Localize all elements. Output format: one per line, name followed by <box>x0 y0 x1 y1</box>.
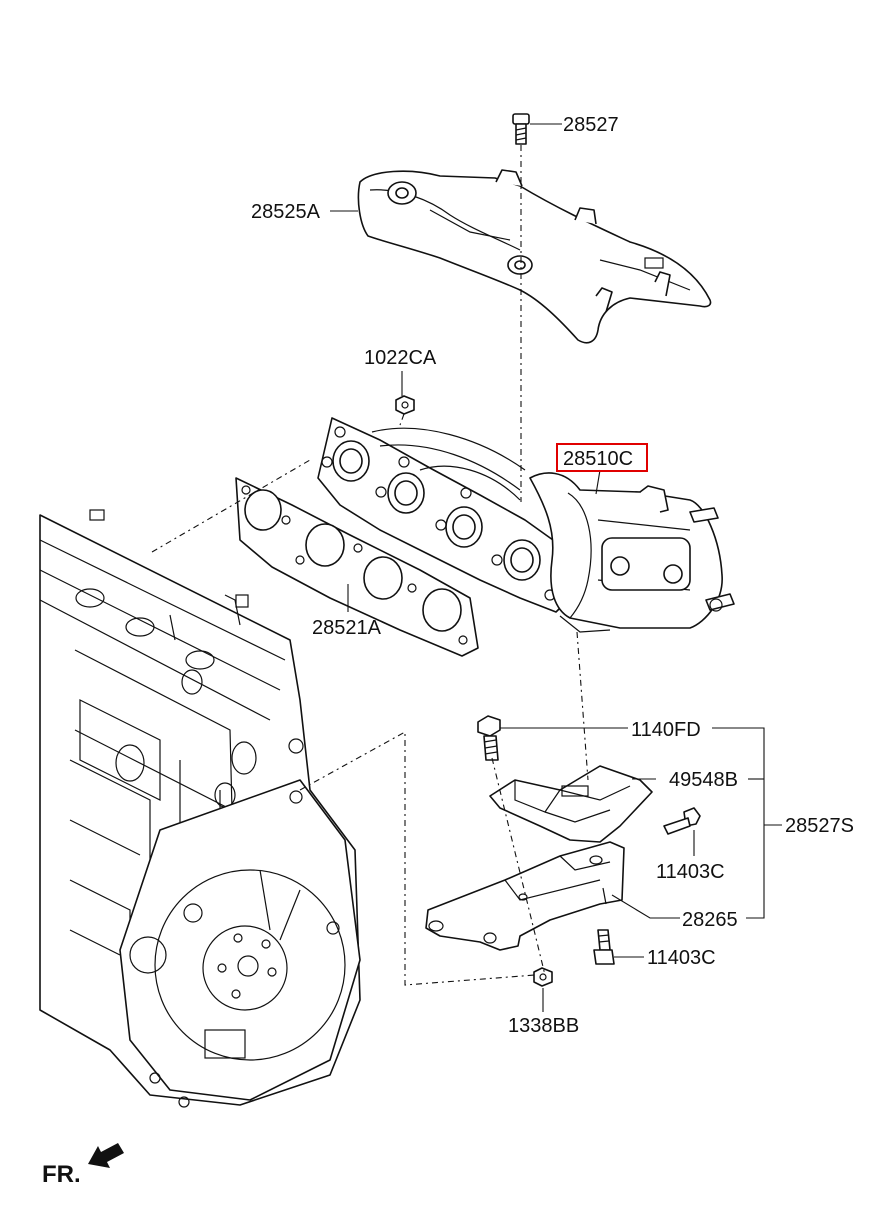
bracket-28265 <box>425 841 625 951</box>
heat-shield <box>357 169 712 344</box>
bolt-1140FD <box>477 715 501 761</box>
callout-28521A: 28521A <box>312 617 382 639</box>
exhaust-manifold-catalyst <box>317 417 735 633</box>
nut-1338BB <box>533 967 553 987</box>
front-direction-label: FR. <box>42 1161 81 1188</box>
callout-1022CA: 1022CA <box>364 347 437 369</box>
callout-1338BB: 1338BB <box>508 1015 579 1037</box>
bolt-11403C-lower <box>593 929 615 965</box>
callout-highlight-box <box>556 443 648 472</box>
callout-28510C[interactable]: 28510C <box>563 448 633 470</box>
callout-49548B: 49548B <box>669 769 738 791</box>
callout-28525A: 28525A <box>251 201 321 223</box>
callout-28527: 28527 <box>563 114 619 136</box>
bolt-28527 <box>512 113 530 145</box>
nut-1022CA <box>395 395 415 415</box>
callout-28265: 28265 <box>682 909 738 931</box>
front-direction-arrow-icon <box>88 1143 124 1168</box>
callout-11403C-upper: 11403C <box>656 861 725 883</box>
callout-28527S: 28527S <box>785 815 854 837</box>
callout-11403C-lower: 11403C <box>647 947 716 969</box>
manifold-gasket <box>235 477 479 657</box>
engine-block <box>39 509 361 1108</box>
callout-1140FD: 1140FD <box>631 719 701 741</box>
assembly-lines <box>151 145 589 986</box>
bracket-49548B <box>489 765 653 843</box>
bolt-11403C-upper <box>663 807 701 835</box>
leader-lines <box>330 123 782 1012</box>
